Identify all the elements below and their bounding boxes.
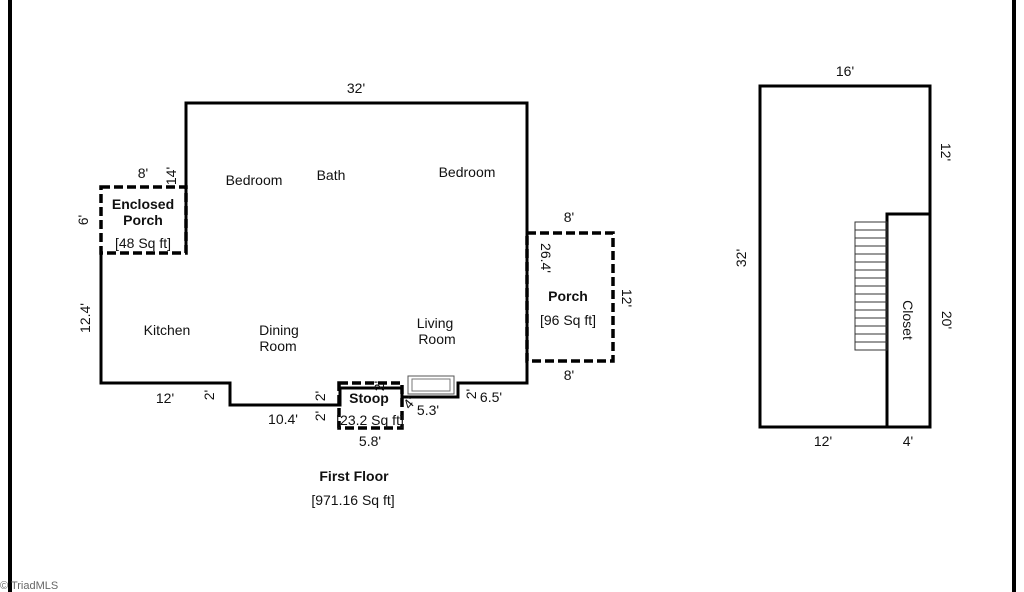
dim-right-small: 2': [463, 389, 479, 399]
enclosed-porch-area: [48 Sq ft]: [115, 235, 171, 251]
dim-step1: 2': [201, 390, 217, 400]
watermark: © TriadMLS: [0, 580, 59, 592]
dim-bottom-mid: 10.4': [268, 411, 298, 427]
first-floor-title: First Floor: [319, 468, 389, 484]
enclosed-porch-name-line2: Porch: [123, 212, 163, 228]
second-dim-right-lower: 20': [939, 311, 955, 329]
dim-bottom-left: 12': [156, 390, 174, 406]
dim-stoop-right-a: 2': [371, 381, 387, 391]
second-dim-left: 32': [733, 249, 749, 267]
dim-stoop-side-a: 2': [312, 391, 328, 401]
dim-stoop-side-b: 2': [312, 411, 328, 421]
room-bedroom-left: Bedroom: [226, 172, 283, 188]
stoop-area: [23.2 Sq ft]: [336, 412, 404, 428]
room-living-line2: Room: [418, 331, 455, 347]
room-kitchen: Kitchen: [144, 322, 191, 338]
dim-stoop-width: 5.8': [359, 433, 381, 449]
porch-area: [96 Sq ft]: [540, 312, 596, 328]
second-dim-right-upper: 12': [938, 143, 954, 161]
porch-name: Porch: [548, 288, 588, 304]
enclosed-porch-outline: [99, 185, 188, 255]
room-living-line1: Living: [417, 315, 454, 331]
dim-right-step: 5.3': [417, 402, 439, 418]
dim-right-wall: 26.4': [538, 243, 554, 273]
room-bedroom-right: Bedroom: [439, 164, 496, 180]
dim-top: 32': [347, 80, 365, 96]
second-dim-top: 16': [836, 63, 854, 79]
dim-left-upper: 6': [75, 215, 91, 225]
dim-porch-right: 12': [619, 289, 635, 307]
room-dining-line1: Dining: [259, 322, 299, 338]
dim-porch-top: 8': [564, 209, 574, 225]
door-fixture: [407, 375, 455, 395]
porch-outline: [525, 231, 615, 363]
dim-enclosed-width: 8': [138, 165, 148, 181]
stoop-outline: [337, 381, 404, 430]
dim-left-lower: 12.4': [77, 303, 93, 333]
second-dim-bottom-right: 4': [903, 433, 913, 449]
door-fixture-inner: [411, 378, 451, 392]
enclosed-porch-name-line1: Enclosed: [112, 196, 174, 212]
room-dining-line2: Room: [259, 338, 296, 354]
stoop-name: Stoop: [349, 390, 389, 406]
dim-enclosed-notch: 14': [163, 167, 179, 185]
dim-bottom-right: 6.5': [480, 389, 502, 405]
dim-porch-bottom: 8': [564, 367, 574, 383]
second-dim-bottom-left: 12': [814, 433, 832, 449]
first-floor-area: [971.16 Sq ft]: [311, 492, 394, 508]
stairs: [854, 221, 888, 351]
room-bath: Bath: [317, 167, 346, 183]
second-plan-outline: [758, 84, 932, 429]
closet-label: Closet: [900, 300, 916, 340]
